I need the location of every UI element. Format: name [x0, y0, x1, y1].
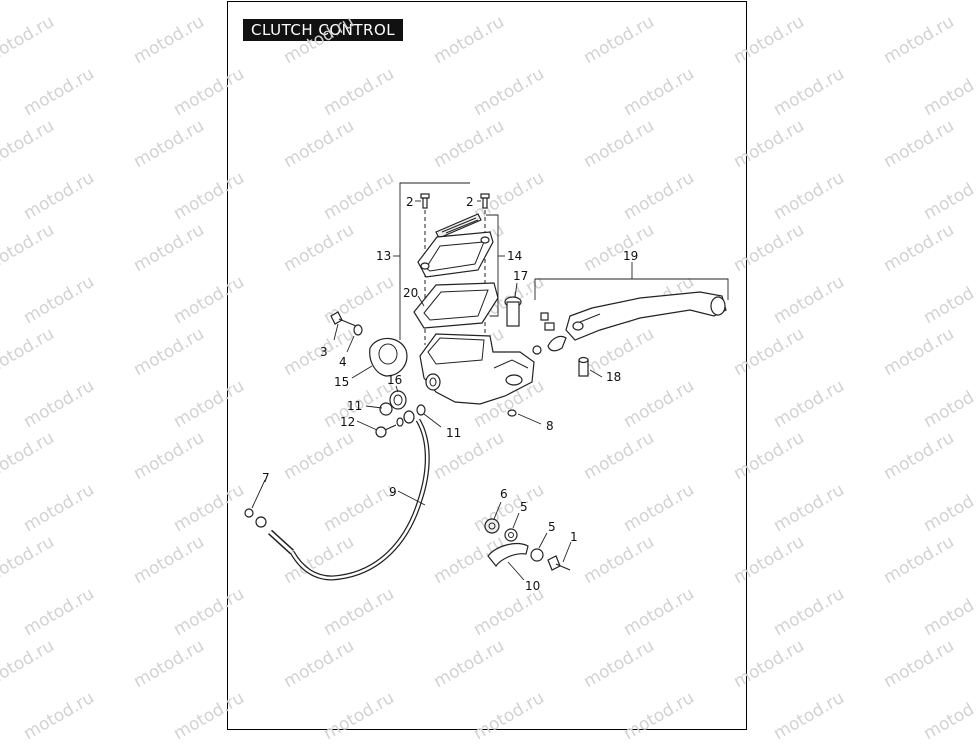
interlock-switch — [532, 312, 567, 355]
callout-13: 13 — [376, 249, 391, 263]
callout-7: 7 — [262, 471, 270, 485]
callout-3: 3 — [320, 345, 328, 359]
callout-2-left: 2 — [406, 195, 414, 209]
handlebar-clamp — [369, 337, 408, 377]
screw-2-left — [415, 193, 430, 209]
leader-lines — [333, 295, 603, 581]
sight-glass — [435, 213, 482, 239]
callout-14: 14 — [507, 249, 522, 263]
reservoir-cover — [417, 231, 494, 278]
callout-labels: 1 2 2 3 4 5 5 6 7 8 9 10 11 11 12 13 14 … — [262, 195, 638, 593]
callout-15: 15 — [334, 375, 349, 389]
callout-11-left: 11 — [347, 399, 362, 413]
lower-clamp-hardware — [484, 518, 571, 571]
callout-8: 8 — [546, 419, 554, 433]
callout-11-right: 11 — [446, 426, 461, 440]
callout-2-right: 2 — [466, 195, 474, 209]
callout-1: 1 — [570, 530, 578, 544]
callout-5-right: 5 — [548, 520, 556, 534]
bracket-19 — [534, 262, 729, 300]
diaphragm-gasket — [413, 282, 499, 329]
callout-16: 16 — [387, 373, 402, 387]
banjo-bolt — [375, 402, 426, 438]
clutch-lever — [565, 291, 727, 341]
screw-2-right — [477, 193, 490, 209]
bracket-14 — [486, 214, 505, 317]
clamp-bolt — [330, 311, 363, 336]
spring-8 — [507, 409, 517, 417]
callout-20: 20 — [403, 286, 418, 300]
master-cylinder-body — [419, 333, 535, 405]
callout-4: 4 — [339, 355, 347, 369]
callout-9: 9 — [389, 485, 397, 499]
lever-pin — [578, 356, 589, 377]
callout-17: 17 — [513, 269, 528, 283]
callout-10: 10 — [525, 579, 540, 593]
fitting-16 — [389, 390, 407, 410]
callout-19: 19 — [623, 249, 638, 263]
pivot-pin — [504, 282, 522, 327]
callout-6: 6 — [500, 487, 508, 501]
clutch-hose — [244, 418, 430, 581]
bracket-13 — [393, 182, 470, 340]
callout-5-top: 5 — [520, 500, 528, 514]
callout-18: 18 — [606, 370, 621, 384]
page-title: CLUTCH CONTROL — [243, 19, 403, 41]
callout-12: 12 — [340, 415, 355, 429]
